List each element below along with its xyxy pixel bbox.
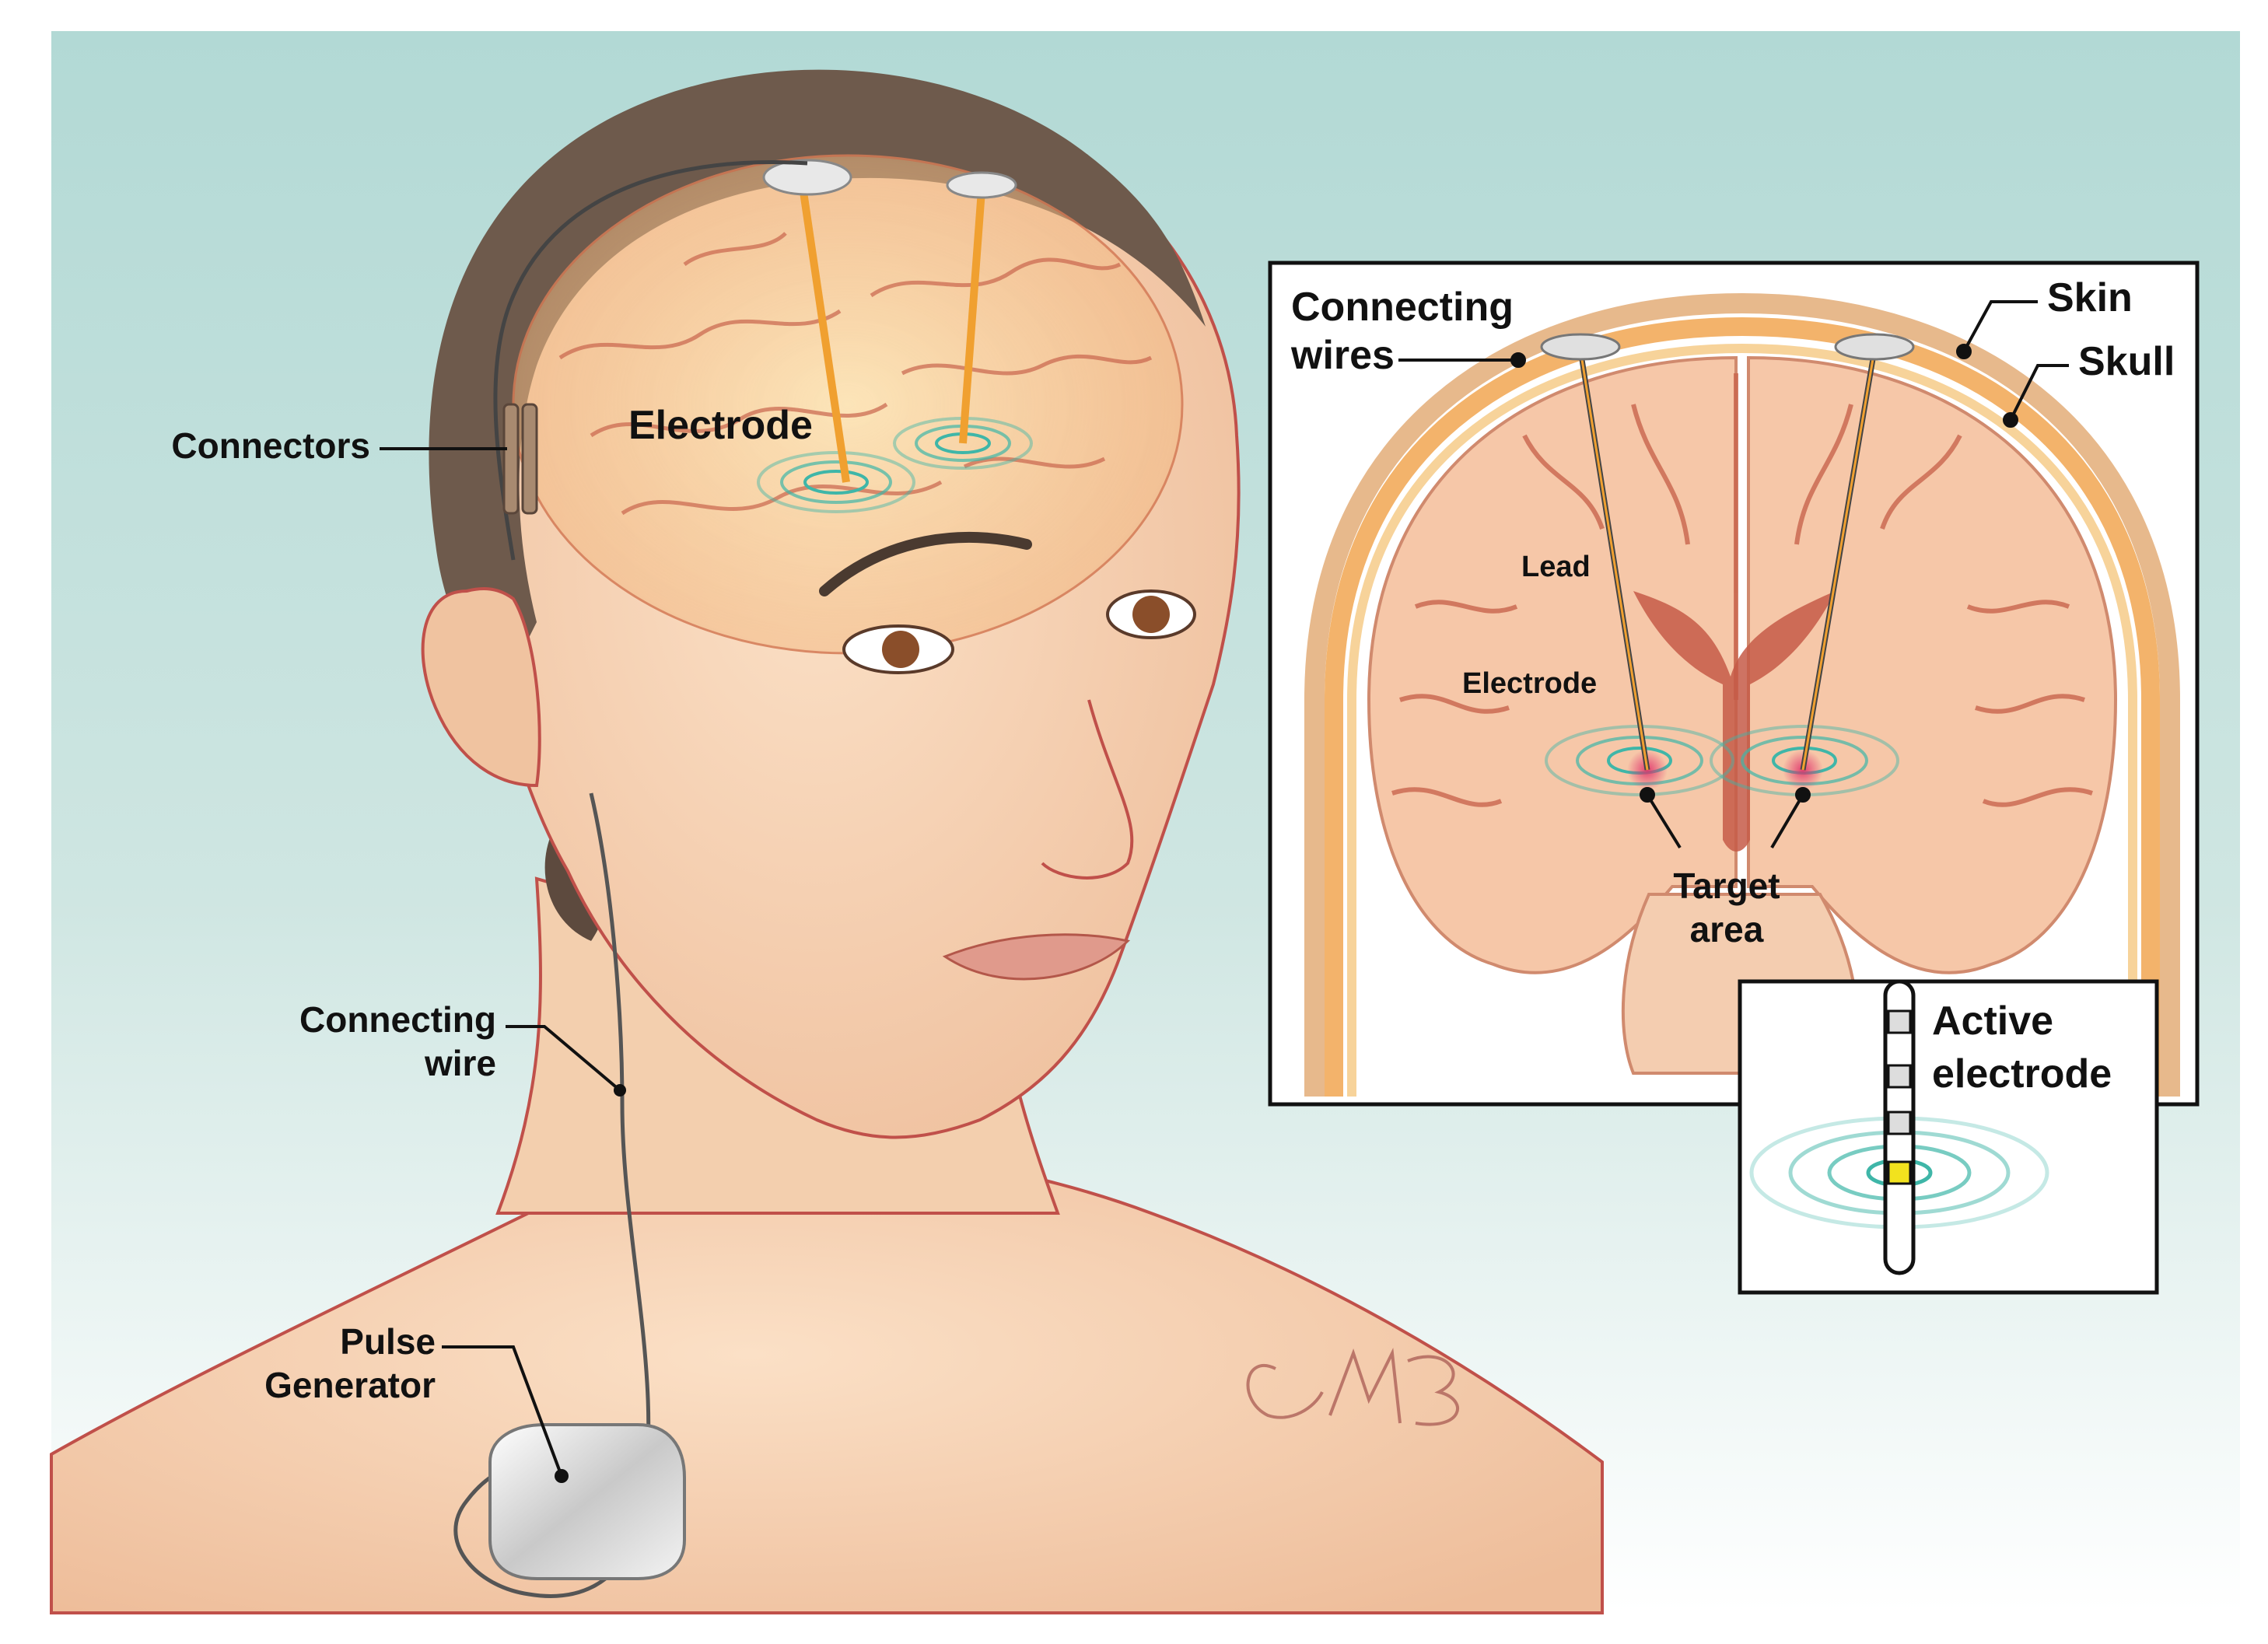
active-contact: [1887, 1160, 1912, 1185]
connectors-label: Connectors: [171, 425, 370, 466]
skull-leader: [2009, 364, 2069, 421]
cortical-folds: [1391, 373, 2093, 807]
contact-3: [1887, 1111, 1912, 1135]
inset-cap-right: [1834, 333, 1915, 361]
skin-label: Skin: [2047, 275, 2133, 320]
skin-layer: [1304, 292, 2180, 1097]
electrode-lead-right: [959, 190, 985, 444]
inset-lead-left-core: [1579, 349, 1649, 771]
target-left-leader: [1646, 793, 1682, 849]
mouth: [942, 933, 1131, 981]
target-area-label-line2: area: [1689, 909, 1764, 950]
iris-left: [882, 631, 919, 668]
skin-leader: [1962, 300, 2038, 352]
leader-lines-left: [380, 447, 621, 1477]
pulse-generator-leader: [442, 1345, 563, 1477]
coronal-section-inset: [1268, 261, 2200, 1107]
connecting-wire-label-line1: Connecting: [299, 999, 496, 1040]
connecting-wires-label-line2: wires: [1291, 333, 1395, 378]
connector-set: [502, 403, 538, 515]
pulse-generator-label-line1: Pulse: [340, 1321, 436, 1362]
skull-label: Skull: [2078, 339, 2175, 384]
scalp-wire: [493, 160, 808, 561]
artist-signature: [1246, 1348, 1459, 1426]
active-electrode-detail: [1738, 979, 2159, 1295]
iris-right: [1132, 596, 1170, 633]
ear: [421, 587, 541, 788]
target-area-label-line1: Target: [1673, 866, 1780, 906]
pulse-generator-label-line2: Generator: [264, 1365, 436, 1405]
pulse-generator-device: [488, 1423, 686, 1580]
active-electrode-label-line1: Active: [1932, 999, 2054, 1044]
nose: [1041, 699, 1134, 880]
brain-right-hemisphere: [1747, 355, 2118, 974]
skull-layer: [1325, 317, 2160, 1097]
inset-cap-left: [1540, 333, 1621, 361]
brow-left: [819, 531, 1032, 596]
leader-lines-inset: [1398, 300, 2069, 849]
inset-lead-right-core: [1801, 349, 1876, 771]
electrode-inset-label: Electrode: [1462, 667, 1598, 700]
contact-1: [1887, 1009, 1912, 1034]
connecting-wire-label-line2: wire: [424, 1043, 496, 1083]
brain-left-hemisphere: [1367, 355, 1738, 974]
connecting-wire-leader: [506, 1025, 621, 1092]
skull-inner: [1347, 343, 2137, 1097]
burr-hole-cap-right: [946, 171, 1017, 199]
electrode-main-label: Electrode: [628, 403, 813, 448]
target-right-leader: [1770, 793, 1804, 849]
lead-label: Lead: [1521, 551, 1591, 583]
burr-hole-cap-left: [762, 159, 852, 196]
patient-figure: [50, 69, 1604, 1614]
electrode-lead-left: [799, 186, 850, 483]
connecting-wires-label-line1: Connecting: [1291, 285, 1514, 330]
contact-2: [1887, 1064, 1912, 1089]
active-electrode-label-line2: electrode: [1932, 1051, 2112, 1097]
brain-folds: [558, 232, 1153, 516]
ventricles: [1633, 591, 1836, 852]
